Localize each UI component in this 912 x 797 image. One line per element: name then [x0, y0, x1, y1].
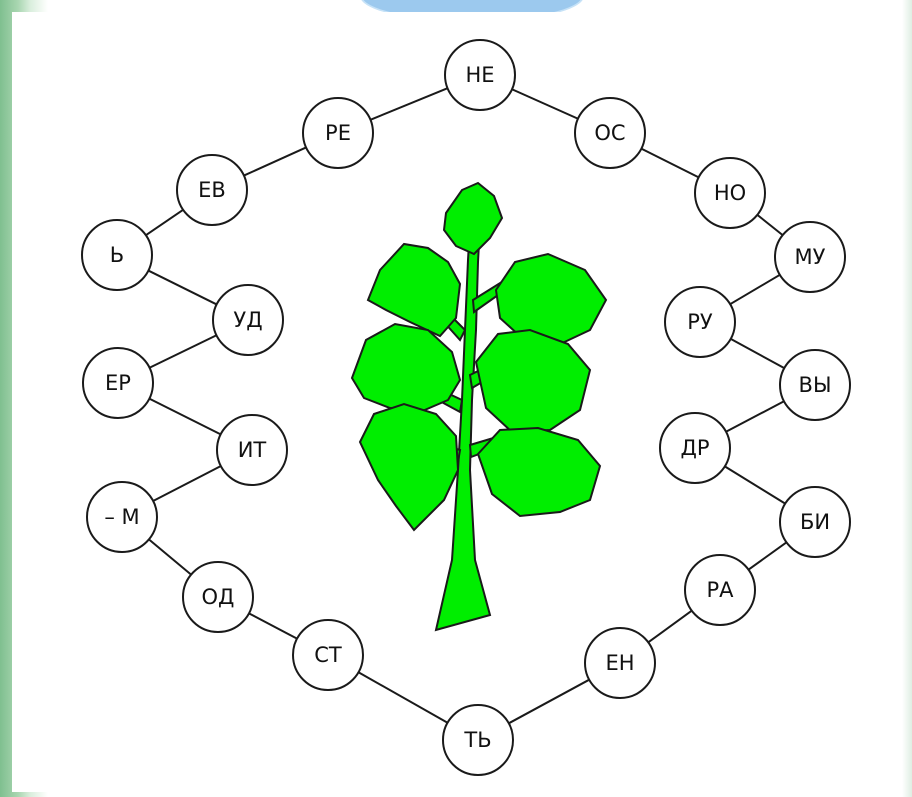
ring-node: РА	[685, 555, 755, 625]
ring-link	[370, 88, 447, 120]
ring-node: РЕ	[303, 98, 373, 168]
tree-leaf-upper-left	[368, 244, 460, 336]
ring-link	[726, 401, 784, 431]
ring-node: БИ	[780, 487, 850, 557]
tree-leaf-mid-left	[352, 324, 460, 412]
ring-node-label: ДР	[680, 436, 709, 460]
ring-node: УД	[213, 285, 283, 355]
tree-leaf-low-right	[478, 428, 600, 516]
ring-node: ЕВ	[177, 155, 247, 225]
tree-leaf-mid-right	[476, 330, 590, 432]
ring-node-label: ИТ	[238, 438, 267, 462]
ring-link	[244, 147, 306, 175]
ring-node: ВЫ	[780, 350, 850, 420]
ring-link	[512, 89, 578, 118]
ring-node-label: ТЬ	[463, 728, 491, 752]
ring-node-label: – М	[104, 505, 139, 529]
ring-link	[731, 339, 785, 368]
ring-node-label: БИ	[800, 510, 830, 534]
ring-node-label: ЕВ	[198, 178, 226, 202]
ring-node: ОД	[183, 562, 253, 632]
ring-link	[148, 271, 216, 305]
ring-link	[249, 613, 297, 638]
ring-node-label: НЕ	[465, 63, 494, 87]
ring-node-label: ОД	[202, 585, 235, 609]
ring-node-label: РУ	[687, 310, 713, 334]
ring-node-label: ЕР	[105, 371, 131, 395]
ring-link	[748, 542, 786, 569]
ring-node: НО	[695, 158, 765, 228]
ring-link	[730, 275, 780, 304]
ring-node: СТ	[293, 620, 363, 690]
ring-link	[358, 672, 447, 722]
ring-node: – М	[87, 482, 157, 552]
tree-leaf-top	[444, 183, 502, 254]
ring-node: ИТ	[217, 415, 287, 485]
ring-node-label: СТ	[314, 643, 342, 667]
ring-node-label: УД	[233, 308, 262, 332]
ring-link	[149, 539, 191, 574]
ring-link	[146, 210, 183, 235]
tree-icon	[352, 183, 606, 630]
ring-link	[757, 215, 782, 235]
ring-link	[149, 335, 216, 367]
ring-node: Ь	[82, 220, 152, 290]
ring-node-label: МУ	[795, 245, 826, 269]
ring-node-label: РА	[706, 578, 734, 602]
ring-node: ЕР	[83, 348, 153, 418]
ring-link	[725, 466, 785, 503]
ring-link	[648, 611, 691, 643]
ring-node-label: ВЫ	[799, 373, 832, 397]
ring-node: ОС	[575, 98, 645, 168]
ring-link	[149, 399, 220, 435]
ring-node-label: ОС	[594, 121, 625, 145]
ring-node-label: НО	[714, 181, 746, 205]
ring-link	[641, 149, 698, 178]
ring-link	[509, 680, 589, 724]
ring-node-label: ЕН	[605, 651, 634, 675]
ring-node: ЕН	[585, 628, 655, 698]
ring-node-label: РЕ	[325, 121, 351, 145]
ring-node: НЕ	[445, 40, 515, 110]
ring-node: ДР	[660, 413, 730, 483]
ring-node: ТЬ	[443, 705, 513, 775]
tree-leaf-low-left	[360, 404, 458, 530]
ring-link	[153, 466, 221, 501]
ring-node: МУ	[775, 222, 845, 292]
ring-node: РУ	[665, 287, 735, 357]
ring-node-label: Ь	[110, 243, 124, 267]
